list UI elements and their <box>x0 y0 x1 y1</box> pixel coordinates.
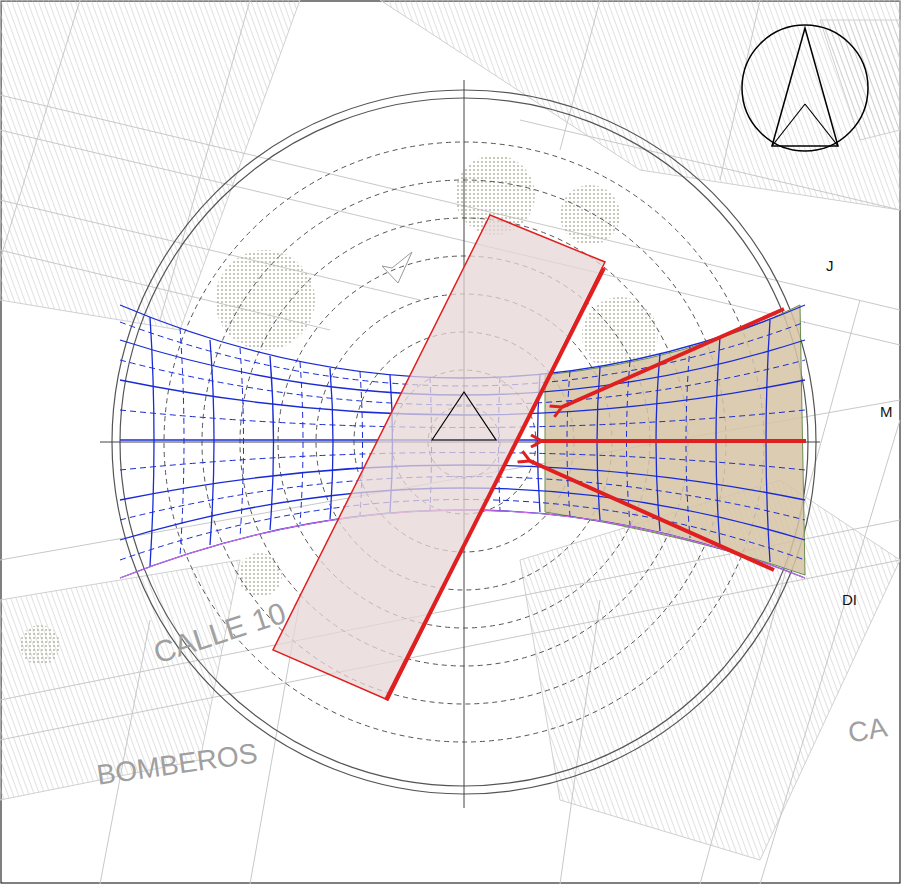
edge-label: M <box>880 404 893 419</box>
edge-label: DI <box>842 592 857 607</box>
edge-label: J <box>826 258 834 273</box>
street-name: CA <box>846 713 889 747</box>
